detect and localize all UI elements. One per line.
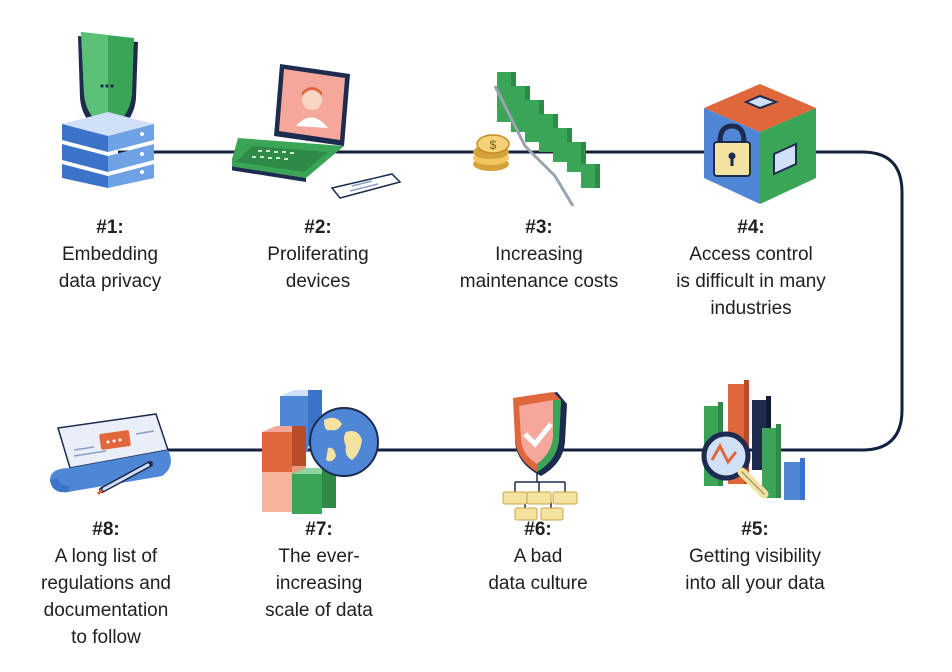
step-text: regulations and — [41, 573, 171, 594]
step-number: #8: — [92, 519, 120, 540]
step-7: #7: The ever- increasing scale of data — [219, 516, 419, 624]
step-text: Proliferating — [267, 244, 369, 265]
step-text: Increasing — [495, 244, 583, 265]
step-text: A bad — [513, 546, 563, 567]
document-scroll-icon — [50, 413, 171, 496]
step-text: data culture — [488, 573, 588, 594]
step-number: #6: — [524, 519, 552, 540]
step-3: #3: Increasing maintenance costs — [439, 214, 639, 295]
shield-check-hierarchy-icon — [502, 392, 578, 521]
step-text: to follow — [71, 627, 141, 648]
step-text: documentation — [43, 600, 169, 621]
step-1: #1: Embedding data privacy — [10, 214, 210, 295]
step-text: The ever- — [278, 546, 360, 567]
step-text: industries — [710, 298, 792, 319]
step-number: #4: — [737, 217, 765, 238]
step-number: #7: — [305, 519, 333, 540]
step-2: #2: Proliferating devices — [218, 214, 418, 295]
step-6: #6: A bad data culture — [438, 516, 638, 597]
step-text: maintenance costs — [459, 271, 619, 292]
magnifier-bars-icon — [701, 380, 805, 500]
step-text: data privacy — [58, 271, 162, 292]
step-text: is difficult in many — [676, 271, 826, 292]
svg-text:$: $ — [490, 138, 497, 152]
step-text: Embedding — [61, 244, 159, 265]
step-text: devices — [285, 271, 351, 292]
step-text: A long list of — [54, 546, 158, 567]
laptop-icon — [232, 64, 402, 199]
step-number: #3: — [525, 217, 553, 238]
step-number: #2: — [304, 217, 332, 238]
step-4: #4: Access control is difficult in many … — [651, 214, 851, 322]
step-5: #5: Getting visibility into all your dat… — [655, 516, 855, 597]
blocks-globe-icon — [262, 390, 379, 514]
step-number: #1: — [96, 217, 124, 238]
step-text: into all your data — [685, 573, 825, 594]
step-number: #5: — [741, 519, 769, 540]
step-text: Access control — [689, 244, 813, 265]
declining-bars-coins-icon: $ — [473, 72, 600, 207]
step-text: scale of data — [265, 600, 373, 621]
step-text: Getting visibility — [689, 546, 821, 567]
step-text: increasing — [275, 573, 363, 594]
shield-server-icon — [62, 32, 154, 188]
step-8: #8: A long list of regulations and docum… — [6, 516, 206, 651]
padlock-cube-icon — [704, 84, 816, 204]
